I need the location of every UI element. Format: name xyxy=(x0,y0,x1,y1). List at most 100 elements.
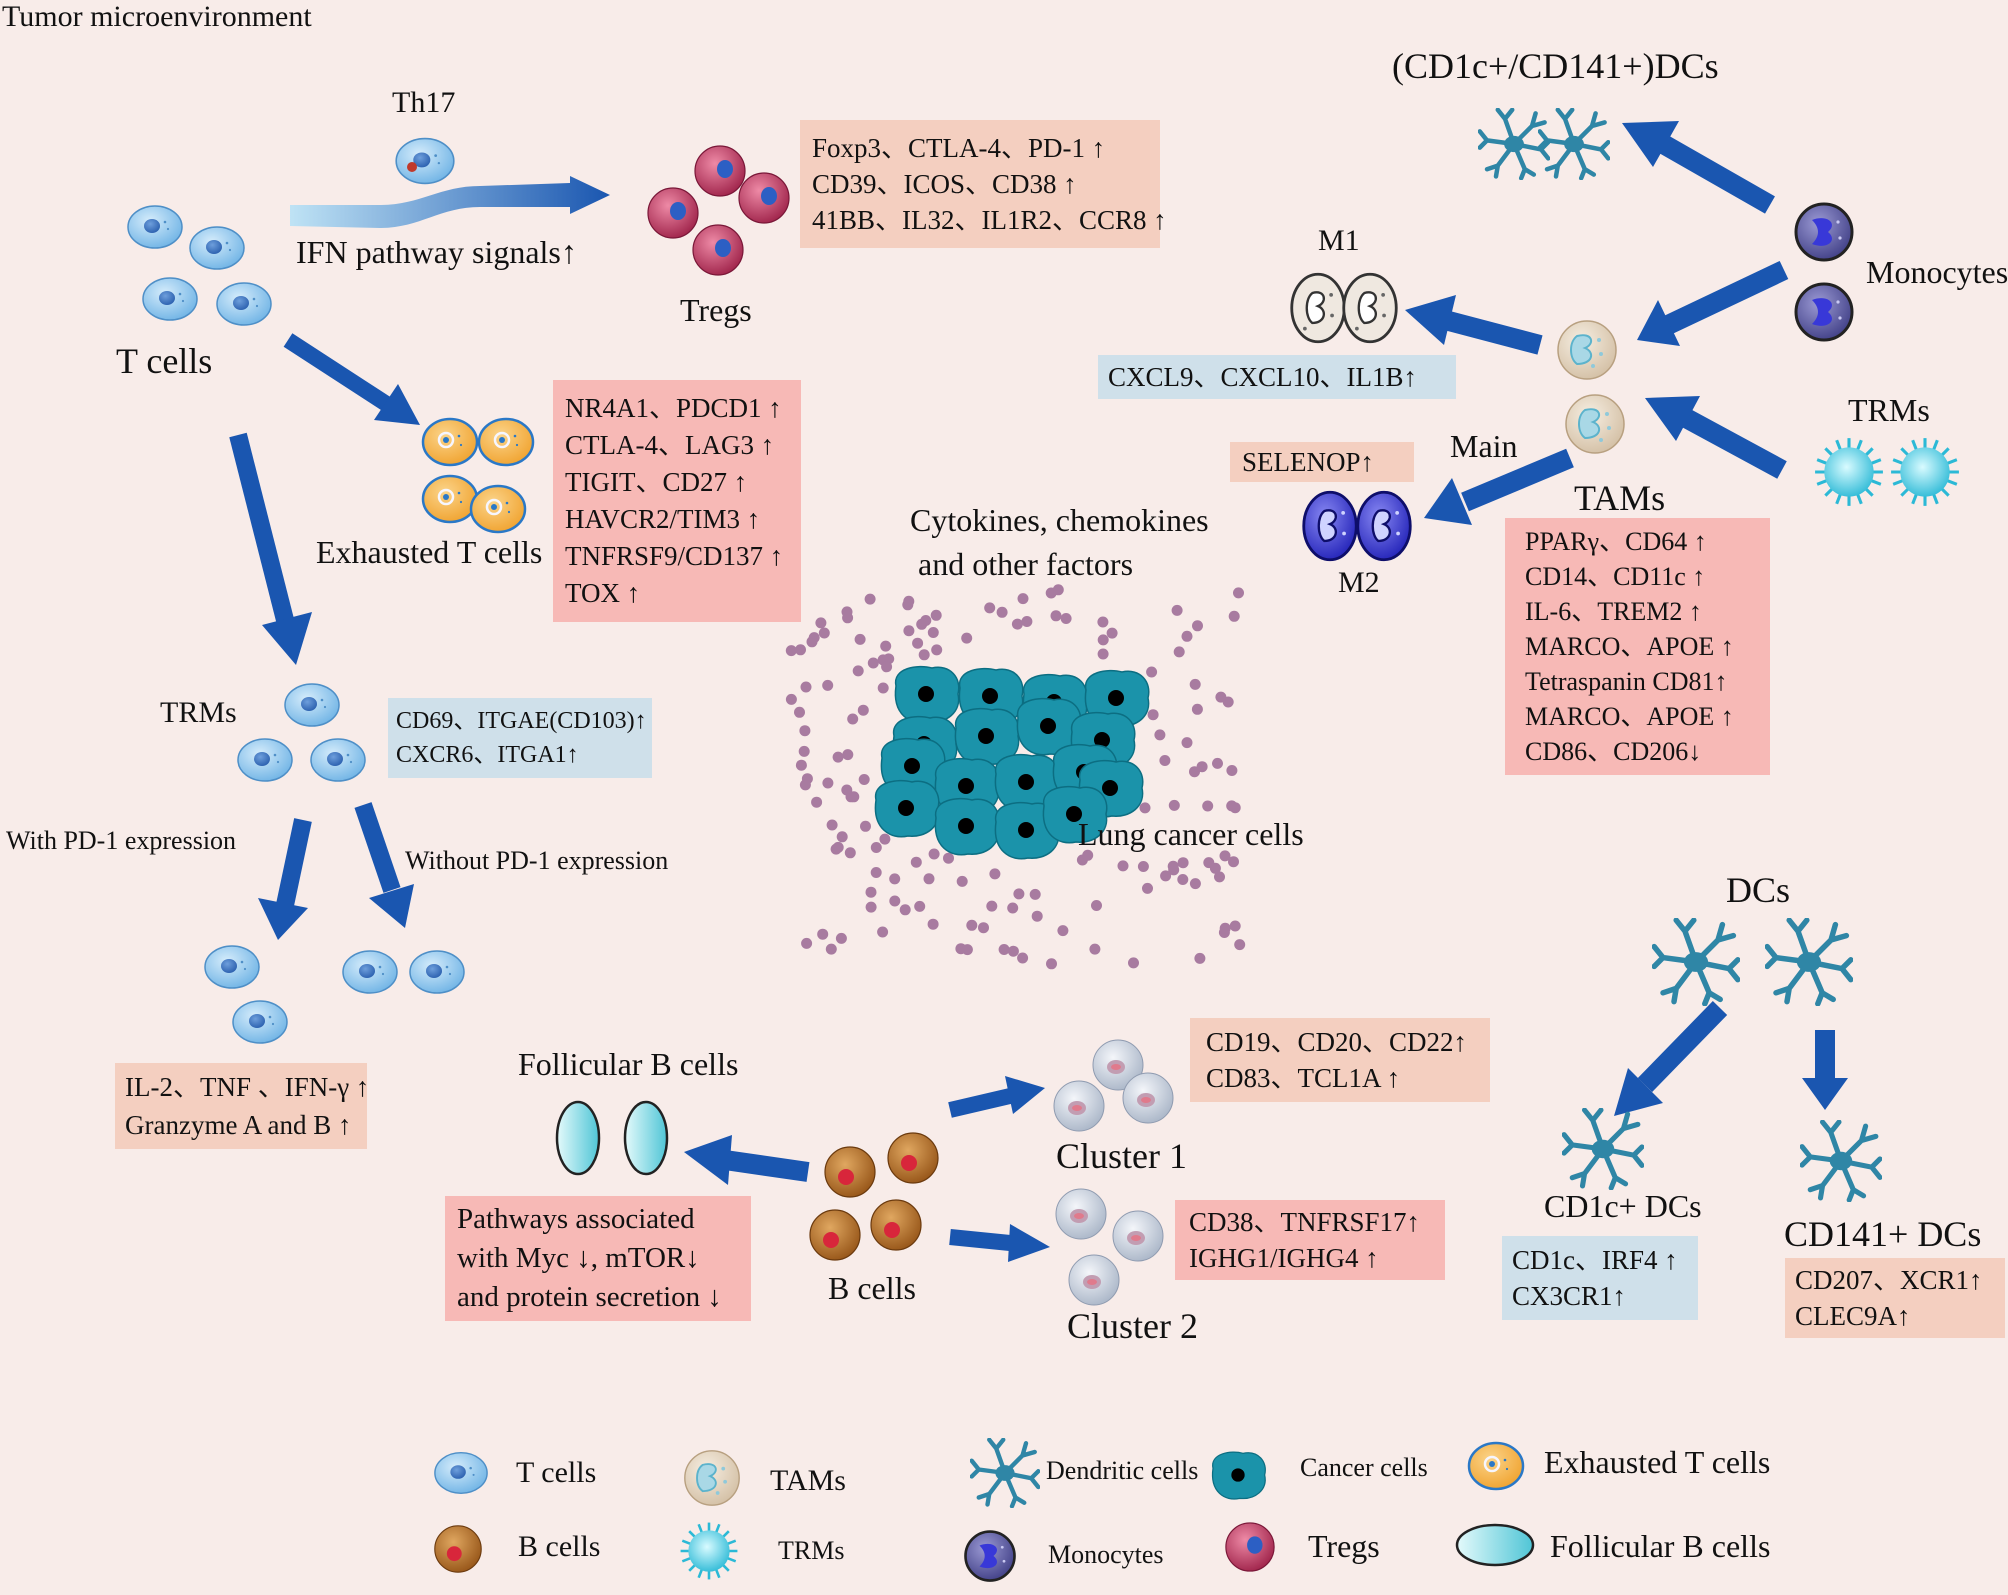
ifn-pathway-arrow xyxy=(290,176,610,228)
trm-t-cells-group xyxy=(237,683,366,782)
cytokine-dot xyxy=(847,713,859,725)
cluster2-cells-group xyxy=(1055,1188,1164,1306)
cytokine-dot xyxy=(1234,939,1246,951)
m1-cells-group xyxy=(1290,272,1398,344)
m2-marker-line: SELENOP↑ xyxy=(1242,447,1375,477)
cytokine-dot xyxy=(1060,613,1072,624)
legend-label: Exhausted T cells xyxy=(1544,1444,1771,1480)
tam-marker-line: MARCO、APOE ↑ xyxy=(1525,632,1734,661)
cytokine-dot xyxy=(818,627,830,639)
cytokine-dot xyxy=(806,636,818,648)
cd1c-cd141-dcs-group xyxy=(1480,110,1608,178)
trms-right-group xyxy=(1813,436,1961,508)
cytokine-dot xyxy=(836,831,848,843)
legend-icons xyxy=(434,1440,1535,1582)
cytokine-dot xyxy=(852,665,864,677)
cytokine-dot xyxy=(918,649,930,661)
legend-trm-icon xyxy=(679,1521,739,1581)
cytokine-dot xyxy=(1181,630,1193,642)
t-to-trm-arrow xyxy=(229,432,312,665)
cytokine-dot xyxy=(1171,604,1183,616)
cytokine-dot xyxy=(1007,945,1019,957)
cytokine-dot xyxy=(1021,616,1033,627)
cytokine-dot xyxy=(1173,646,1185,658)
exhausted-marker-line: NR4A1、PDCD1 ↑ xyxy=(565,393,782,423)
trm-marker-line: CD69、ITGAE(CD103)↑ xyxy=(396,708,647,734)
cd1c-marker-line: CX3CR1↑ xyxy=(1512,1281,1627,1311)
no-pd1-t-cells-group xyxy=(342,950,465,994)
cytokine-dot xyxy=(822,679,834,691)
exhausted-marker-line: TNFRSF9/CD137 ↑ xyxy=(565,541,784,571)
cytokine-dot xyxy=(1228,856,1239,868)
exhausted-marker-line: HAVCR2/TIM3 ↑ xyxy=(565,504,761,534)
cluster2-marker-line: CD38、TNFRSF17↑ xyxy=(1189,1207,1421,1237)
cytokine-dot xyxy=(1117,860,1129,872)
tam-to-m1-arrow xyxy=(1405,295,1543,355)
cytokine-dot xyxy=(914,900,926,912)
cytokine-dot xyxy=(795,644,806,656)
cytokine-dot xyxy=(1137,861,1149,872)
cluster1-marker-line: CD83、TCL1A ↑ xyxy=(1206,1063,1401,1093)
cytokine-dot xyxy=(1007,902,1019,914)
cytokine-dot xyxy=(961,632,973,644)
legend-exhausted-t-cell-icon xyxy=(1467,1441,1525,1491)
cytokine-dot xyxy=(1181,737,1193,749)
legend-label: T cells xyxy=(516,1456,597,1489)
tam-marker-line: IL-6、TREM2 ↑ xyxy=(1525,597,1702,626)
cytokine-dot xyxy=(986,900,998,912)
cytokine-dot xyxy=(1128,957,1139,969)
monocytes-group xyxy=(1794,202,1854,342)
cytokines-label-line2: and other factors xyxy=(918,546,1134,582)
m1-markers-box: CXCL9、CXCL10、IL1B↑ xyxy=(1098,355,1456,399)
cytokine-dot xyxy=(899,904,911,916)
cytokine-dot xyxy=(1191,703,1203,715)
trm-marker-line: CXCR6、ITGA1↑ xyxy=(396,742,579,768)
cytokine-dot xyxy=(877,682,889,694)
cytokine-dot xyxy=(857,704,869,716)
cluster1-cells-group xyxy=(1053,1039,1174,1132)
pd1-markers-box: IL-2、TNF 、IFN-γ ↑ Granzyme A and B ↑ xyxy=(115,1063,369,1149)
legend-label: Monocytes xyxy=(1048,1540,1164,1569)
cytokine-dot xyxy=(794,706,805,718)
cytokine-dot xyxy=(880,640,892,652)
cd1c-marker-line: CD1c、IRF4 ↑ xyxy=(1512,1245,1678,1275)
cytokine-dot xyxy=(881,661,893,673)
tams-label: TAMs xyxy=(1574,478,1666,518)
m2-label: M2 xyxy=(1338,566,1380,599)
tregs-marker-line: Foxp3、CTLA-4、PD-1 ↑ xyxy=(812,133,1106,163)
cytokine-dot xyxy=(798,745,810,757)
cytokine-dot xyxy=(1177,874,1189,885)
dc-to-cd141-arrow xyxy=(1802,1030,1848,1110)
cytokine-dot xyxy=(1229,920,1241,932)
cytokine-dot xyxy=(785,645,797,657)
arrows-layer xyxy=(229,121,1848,1262)
cytokine-dot xyxy=(1226,800,1238,812)
dcs-group xyxy=(1654,920,1851,1004)
cytokine-dot xyxy=(800,681,812,693)
cd1c-cd141-dcs-label: (CD1c+/CD141+)DCs xyxy=(1392,46,1719,86)
legend-tam-icon xyxy=(683,1449,741,1507)
dc-to-cd1c-arrow xyxy=(1614,1001,1728,1116)
m2-markers-box: SELENOP↑ xyxy=(1230,442,1414,482)
cytokine-dot xyxy=(1168,799,1180,811)
t-cells-group xyxy=(127,205,272,326)
tam-markers-box: PPARγ、CD64 ↑ CD14、CD11c ↑ IL-6、TREM2 ↑ M… xyxy=(1505,518,1770,775)
cytokine-dot xyxy=(1228,610,1240,622)
cytokine-dot xyxy=(920,615,932,626)
mono-to-tam-arrow xyxy=(1637,260,1789,346)
m1-marker-line: CXCL9、CXCL10、IL1B↑ xyxy=(1108,362,1418,392)
trms-left-label: TRMs xyxy=(160,696,237,729)
cd141-dcs-label: CD141+ DCs xyxy=(1784,1214,1982,1254)
cytokine-dot xyxy=(984,602,996,614)
legend-follicular-b-cell-icon xyxy=(1455,1523,1535,1567)
tam-marker-line: CD14、CD11c ↑ xyxy=(1525,562,1706,591)
cytokine-dot xyxy=(795,759,807,771)
dcs-label: DCs xyxy=(1726,870,1791,910)
cytokine-dot xyxy=(903,595,915,607)
cytokine-dot xyxy=(1219,922,1231,934)
cytokine-dot xyxy=(799,725,811,737)
legend-dendritic-cell-icon xyxy=(972,1440,1039,1507)
cytokine-dot xyxy=(1050,610,1062,622)
cytokine-dot xyxy=(1013,888,1025,900)
